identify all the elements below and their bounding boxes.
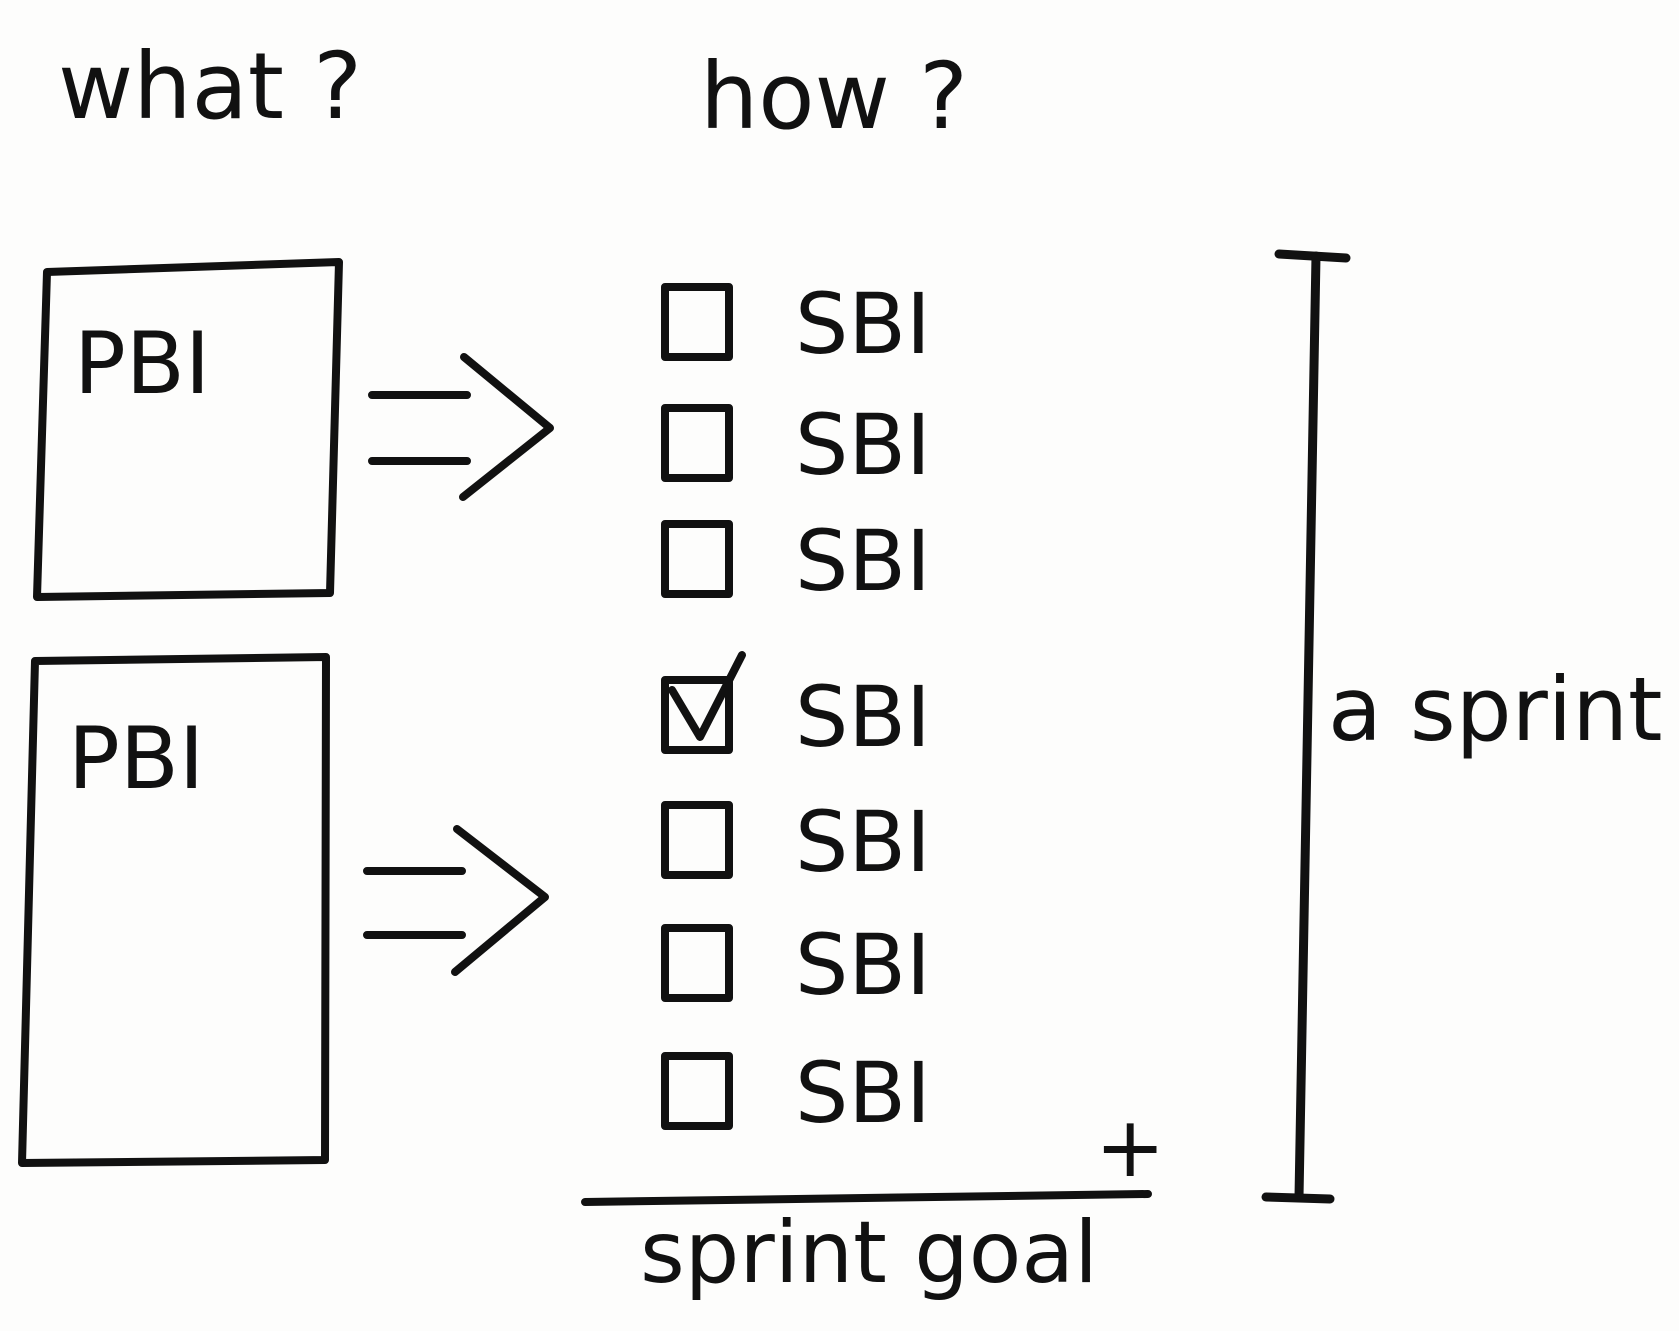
sbi-label: SBI (795, 396, 931, 494)
sbi-item: SBI (661, 651, 931, 766)
pbi-card: PBI (33, 258, 343, 601)
pbi-card-border (33, 258, 343, 601)
checkbox (661, 801, 733, 879)
plus-sign: + (1095, 1098, 1165, 1196)
checkbox (661, 1052, 733, 1130)
heading-how: how ? (700, 43, 968, 150)
checkmark-icon (668, 651, 746, 741)
sbi-label: SBI (795, 793, 931, 891)
checkbox (661, 520, 733, 598)
sbi-item: SBI (661, 793, 931, 891)
pbi-card: PBI (18, 653, 330, 1167)
sbi-item: SBI (661, 512, 931, 610)
pbi-card-border (18, 653, 330, 1167)
sum-line (581, 1190, 1152, 1206)
checkbox (661, 283, 733, 361)
heading-what: what ? (58, 33, 362, 140)
sbi-item: SBI (661, 916, 931, 1014)
arrow-right-icon (363, 825, 549, 976)
sbi-item: SBI (661, 275, 931, 373)
pbi-label: PBI (68, 709, 204, 809)
sbi-label: SBI (795, 916, 931, 1014)
sbi-label: SBI (795, 668, 931, 766)
sbi-label: SBI (795, 275, 931, 373)
sbi-item: SBI (661, 396, 931, 494)
checked-checkbox (661, 676, 733, 754)
sprint-bracket (1261, 249, 1351, 1204)
sbi-item: SBI (661, 1044, 931, 1142)
checkbox (661, 404, 733, 482)
sbi-label: SBI (795, 1044, 931, 1142)
sprint-goal-label: sprint goal (640, 1203, 1098, 1303)
sprint-label: a sprint (1328, 658, 1663, 761)
arrow-right-icon (368, 353, 554, 501)
pbi-label: PBI (74, 314, 210, 414)
checkbox (661, 924, 733, 1002)
sbi-checklist: SBI SBI SBI SBI SBI SBI SBI (661, 275, 931, 1142)
sbi-label: SBI (795, 512, 931, 610)
